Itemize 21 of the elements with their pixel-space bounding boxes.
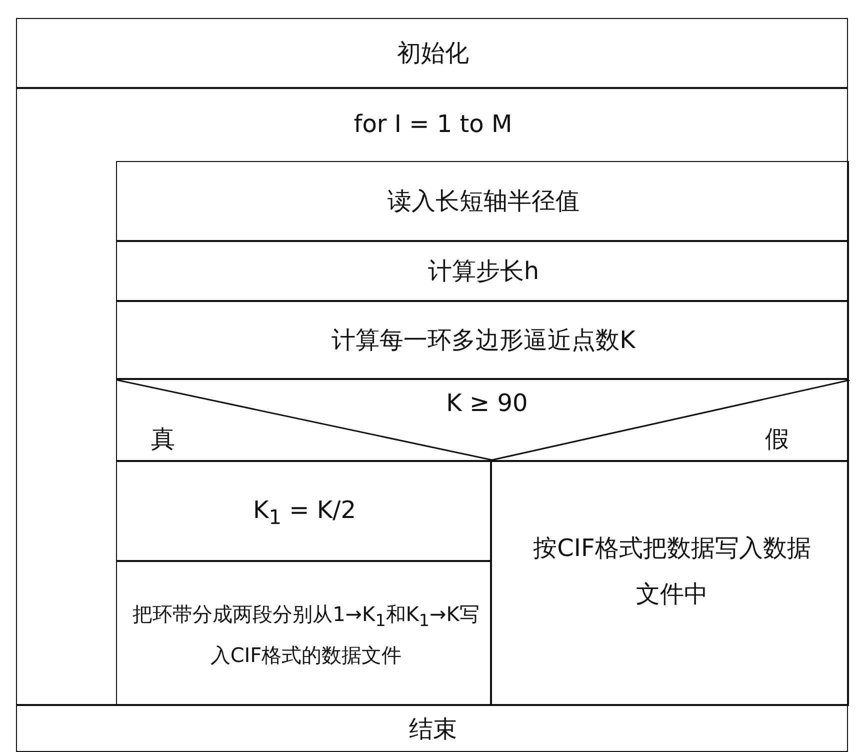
process-box: [116, 161, 849, 241]
loop-box: [16, 88, 848, 705]
process-box: [116, 561, 491, 706]
process-box: [116, 461, 491, 561]
step-text: for I = 1 to M: [354, 109, 512, 140]
process-box: [116, 241, 849, 301]
step-text: 按CIF格式把数据写入数据文件中: [532, 533, 812, 610]
condition-text: K ≥ 90: [446, 388, 528, 420]
step-text: 初始化: [397, 38, 469, 70]
branch-label: 真: [151, 424, 175, 456]
step-text: 把环带分成两段分别从1→K$_{1}$和K$_{1}$→K写入CIF格式的数据文件: [132, 600, 480, 670]
process-box: [16, 705, 848, 752]
step-text: K$_{1}$ = K/2: [253, 495, 356, 531]
process-box: [16, 18, 848, 88]
process-box: [491, 461, 849, 706]
step-text: 计算步长h: [428, 256, 540, 288]
branch-label: 假: [765, 424, 789, 456]
process-box: [116, 301, 849, 379]
step-text: 计算每一环多边形逼近点数K: [332, 325, 636, 356]
step-text: 结束: [409, 714, 457, 745]
step-text: 读入长短轴半径值: [388, 186, 580, 218]
